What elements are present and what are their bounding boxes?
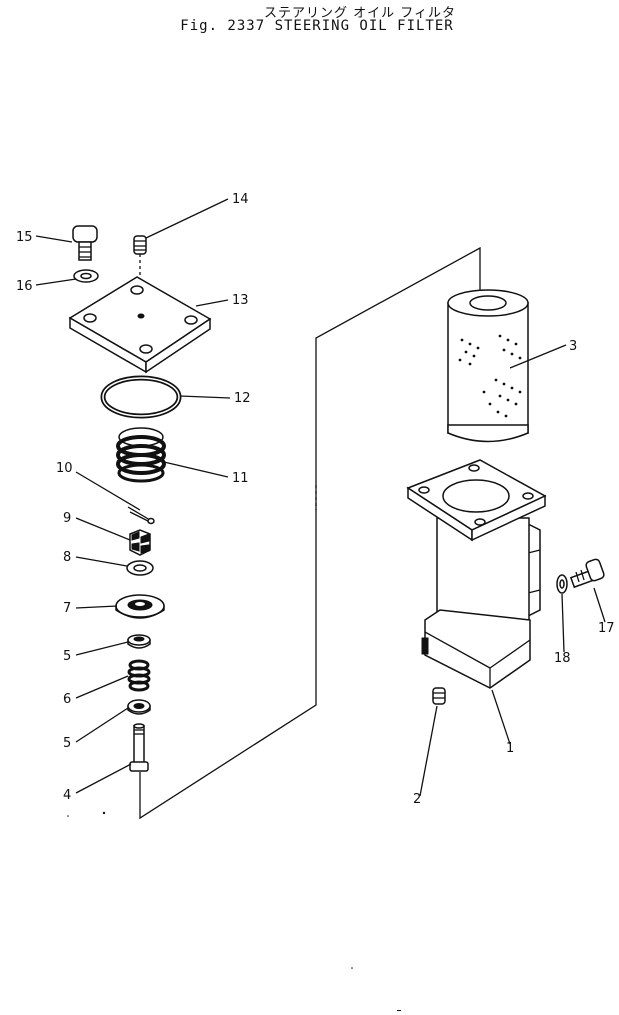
assembly-connector-lines <box>139 246 481 820</box>
callout-labels: 15 16 14 13 12 11 10 9 8 7 5 6 5 4 3 17 … <box>16 192 615 807</box>
callout-13: 13 <box>232 293 249 308</box>
part-15-bolt <box>72 225 98 261</box>
callout-8: 8 <box>63 550 71 565</box>
part-18-washer <box>556 574 568 594</box>
part-16-washer <box>73 269 99 283</box>
part-9-castle-nut <box>129 529 151 556</box>
part-11-spring <box>116 427 166 483</box>
part-10-cotter-pin <box>127 506 155 525</box>
part-12-o-ring <box>100 375 182 419</box>
callout-1: 1 <box>506 741 514 756</box>
callout-7: 7 <box>63 601 71 616</box>
callout-5-upper: 5 <box>63 649 71 664</box>
part-13-cover-plate <box>68 276 212 374</box>
callout-18: 18 <box>554 651 571 666</box>
callout-9: 9 <box>63 511 71 526</box>
part-8-washer <box>126 560 154 576</box>
callout-17: 17 <box>598 621 615 636</box>
part-6-spring <box>127 659 151 692</box>
figure-title: Fig. 2337 STEERING OIL FILTER <box>180 18 454 34</box>
callout-12: 12 <box>234 391 251 406</box>
callout-6: 6 <box>63 692 71 707</box>
callout-2: 2 <box>413 792 421 807</box>
part-2-drain-plug <box>432 687 446 705</box>
part-17-bolt <box>569 558 605 589</box>
leader-lines <box>35 198 606 797</box>
callout-15: 15 <box>16 230 33 245</box>
part-3-filter-element <box>447 289 529 443</box>
callout-14: 14 <box>232 192 249 207</box>
part-5-valve-upper <box>127 634 151 649</box>
title-japanese: ステアリング オイル フィルタ <box>263 6 456 21</box>
part-14-plug <box>133 235 147 284</box>
scan-specks <box>67 811 401 1011</box>
part-1-filter-case <box>406 459 547 689</box>
callout-4: 4 <box>63 788 71 803</box>
callout-11: 11 <box>232 471 249 486</box>
part-4-bolt <box>129 723 149 772</box>
callout-5-lower: 5 <box>63 736 71 751</box>
part-7-valve-seat <box>115 594 165 619</box>
callout-16: 16 <box>16 279 33 294</box>
callout-10: 10 <box>56 461 73 476</box>
callout-3: 3 <box>569 339 577 354</box>
part-5-valve-lower <box>127 699 151 715</box>
